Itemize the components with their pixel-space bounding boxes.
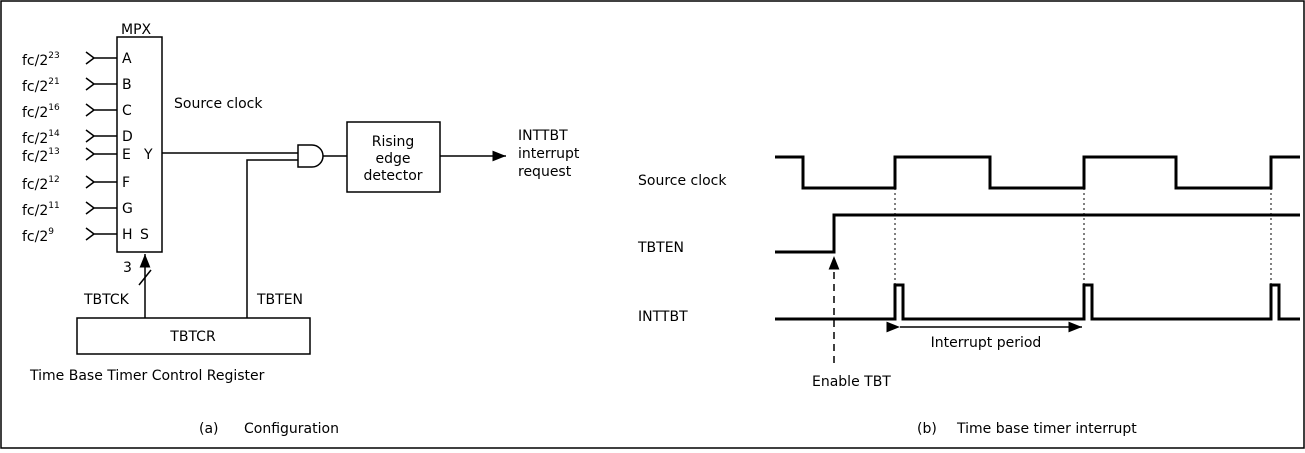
input-connector-f [85, 175, 117, 189]
mpx-label: MPX [121, 22, 152, 38]
enable-tbt-label: Enable TBT [812, 374, 891, 390]
pin-label-a: A [122, 51, 132, 67]
input-connector-g [85, 201, 117, 215]
caption-a-tag: (a) [199, 421, 219, 437]
input-row-c: fc/216 C [22, 103, 132, 121]
register-caption: Time Base Timer Control Register [29, 368, 265, 384]
signal-label-tbten: TBTEN [637, 240, 684, 256]
detector-line1: Rising [372, 134, 415, 150]
caption-a-text: Configuration [244, 421, 339, 437]
and-gate [297, 144, 324, 168]
input-label-b: fc/221 [22, 77, 60, 95]
caption-b-tag: (b) [917, 421, 937, 437]
input-connector-c [85, 103, 117, 117]
tbten-wire-label: TBTEN [256, 292, 303, 308]
input-row-g: fc/211 G [22, 201, 133, 219]
interrupt-period-label: Interrupt period [931, 335, 1042, 351]
input-row-e: fc/213 E [22, 147, 131, 165]
input-row-a: fc/223 A [22, 51, 132, 69]
tbtck-label: TBTCK [83, 292, 130, 308]
input-label-e: fc/213 [22, 147, 60, 165]
inttbt-line2: interrupt [518, 146, 580, 162]
pin-label-g: G [122, 201, 133, 217]
pin-label-c: C [122, 103, 132, 119]
rising-edge-detector-box [346, 121, 441, 193]
input-connector-b [85, 77, 117, 91]
input-label-f: fc/212 [22, 175, 60, 193]
bus-slash [138, 269, 152, 286]
input-label-d: fc/214 [22, 129, 60, 147]
select-pin-label: S [140, 227, 149, 243]
input-label-h: fc/29 [22, 227, 54, 245]
tbten-wire [246, 159, 298, 318]
input-connector-d [85, 129, 117, 143]
pin-label-b: B [122, 77, 132, 93]
input-connector-h [85, 227, 117, 241]
source-clock-waveform [775, 155, 1300, 190]
tbtcr-register-box [76, 317, 311, 355]
input-row-b: fc/221 B [22, 77, 132, 95]
signal-label-inttbt: INTTBT [638, 309, 688, 325]
timing-diagram: Source clock TBTEN INTTBT Interrupt peri… [637, 155, 1300, 437]
detector-line2: edge [376, 151, 411, 167]
output-pin-label: Y [143, 147, 153, 163]
pin-label-f: F [122, 175, 130, 191]
input-label-c: fc/216 [22, 103, 60, 121]
input-label-a: fc/223 [22, 51, 60, 69]
tbten-waveform [775, 213, 1300, 254]
input-row-f: fc/212 F [22, 175, 130, 193]
caption-b-text: Time base timer interrupt [956, 421, 1137, 437]
tbtcr-register-label: TBTCR [169, 329, 216, 345]
inttbt-line3: request [518, 164, 572, 180]
input-connector-e [85, 147, 117, 161]
pin-label-h: H [122, 227, 133, 243]
signal-label-source-clock: Source clock [638, 173, 727, 189]
input-label-g: fc/211 [22, 201, 60, 219]
inttbt-waveform [775, 283, 1300, 321]
source-clock-label: Source clock [174, 96, 263, 112]
input-connector-a [85, 51, 117, 65]
configuration-diagram: MPX fc/223 A fc/221 B fc/216 C fc/214 D … [22, 22, 580, 437]
input-row-h: fc/29 H [22, 227, 133, 245]
input-row-d: fc/214 D [22, 129, 133, 147]
detector-line3: detector [363, 168, 422, 184]
bus-width-label: 3 [123, 260, 132, 276]
mpx-box [116, 36, 163, 253]
inttbt-line1: INTTBT [518, 128, 568, 144]
pin-label-e: E [122, 147, 131, 163]
pin-label-d: D [122, 129, 133, 145]
